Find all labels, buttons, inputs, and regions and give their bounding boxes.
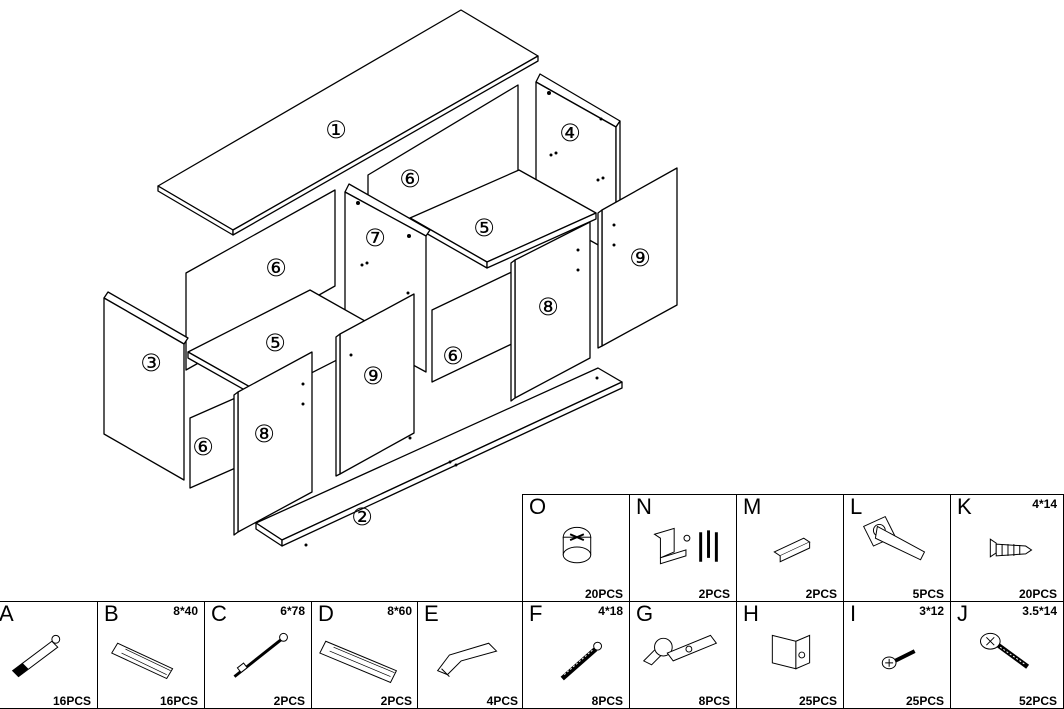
small-bracket-icon [773, 537, 811, 563]
hardware-quantity: 5PCS [912, 587, 944, 601]
hardware-letter: J [957, 601, 968, 626]
hardware-letter: D [318, 601, 334, 626]
dowel-icon [111, 642, 174, 680]
label-panel-door-left-8: ⑧ [253, 420, 275, 448]
flat-screw-icon [980, 632, 1030, 669]
hardware-cell-f: F 4*18 8PCS [522, 601, 630, 709]
hardware-size: 6*78 [280, 604, 305, 618]
panel-door-right-9 [597, 167, 678, 349]
hardware-size: 8*40 [173, 604, 198, 618]
hardware-cell-j: J 3.5*14 52PCS [950, 601, 1064, 709]
hardware-quantity: 20PCS [1018, 587, 1057, 601]
label-panel-door-left-9: ⑨ [362, 362, 384, 390]
hardware-cell-i: I 3*12 25PCS [843, 601, 951, 709]
anchor-icon [11, 634, 61, 678]
hardware-letter: G [636, 601, 654, 626]
hardware-cell-m: M 2PCS [736, 494, 844, 602]
panel-bottom [255, 367, 623, 547]
label-panel-back-left: ⑥ [265, 254, 287, 282]
panel-top [157, 9, 539, 236]
label-panel-back-left-lower: ⑥ [192, 433, 214, 461]
hardware-quantity: 4PCS [486, 694, 518, 708]
hardware-letter: C [211, 601, 227, 626]
label-panel-divider: ⑦ [364, 224, 386, 252]
hardware-quantity: 2PCS [805, 587, 837, 601]
hardware-letter: H [743, 601, 759, 626]
panel-door-left-9 [335, 293, 415, 477]
corner-bracket-icon [771, 634, 811, 670]
hardware-quantity: 16PCS [52, 694, 91, 708]
hardware-letter: F [529, 601, 543, 626]
hardware-size: 3.5*14 [1022, 604, 1057, 618]
hardware-cell-l: L 5PCS [843, 494, 951, 602]
pin-icon [233, 632, 288, 678]
hardware-letter: L [850, 494, 863, 519]
panel-left-side [103, 291, 189, 481]
hardware-cell-g: G 8PCS [629, 601, 737, 709]
bolt-icon [560, 641, 603, 681]
hardware-size: 8*60 [387, 604, 412, 618]
leg-icon [862, 515, 926, 561]
hardware-letter: O [529, 494, 547, 519]
label-panel-shelf-right: ⑤ [473, 214, 495, 242]
label-panel-bottom: ② [351, 503, 373, 531]
hardware-letter: B [104, 601, 119, 626]
label-panel-door-right-8: ⑧ [537, 293, 559, 321]
label-panel-top: ① [325, 116, 347, 144]
hardware-quantity: 2PCS [380, 694, 412, 708]
label-panel-door-right-9: ⑨ [629, 244, 651, 272]
hardware-cell-h: H 25PCS [736, 601, 844, 709]
hardware-cell-a: A 16PCS [0, 601, 98, 709]
label-panel-right-side: ④ [559, 119, 581, 147]
hardware-quantity: 2PCS [698, 587, 730, 601]
hinge-icon [642, 634, 718, 666]
screw-icon [989, 538, 1033, 558]
long-dowel-icon [319, 640, 398, 684]
handle-icon [436, 642, 498, 677]
short-screw-icon [881, 649, 916, 670]
hardware-quantity: 8PCS [698, 694, 730, 708]
hardware-cell-k: K 4*14 20PCS [950, 494, 1064, 602]
cam-lock-icon [562, 526, 592, 564]
hardware-letter: E [424, 601, 439, 626]
hardware-cell-o: O 20PCS [522, 494, 630, 602]
panel-door-right-8 [510, 221, 591, 402]
hardware-letter: M [743, 494, 762, 519]
label-panel-back-right-upper: ⑥ [399, 165, 421, 193]
hardware-quantity: 25PCS [905, 694, 944, 708]
panel-door-left-8 [233, 351, 313, 536]
label-panel-shelf-left: ⑤ [264, 329, 286, 357]
hardware-cell-n: N 2PCS [629, 494, 737, 602]
hardware-cell-d: D 8*60 2PCS [311, 601, 419, 709]
hardware-quantity: 52PCS [1018, 694, 1057, 708]
hardware-letter: A [0, 601, 14, 626]
hardware-cell-b: B 8*40 16PCS [97, 601, 205, 709]
hardware-letter: K [957, 494, 972, 519]
hardware-size: 3*12 [919, 604, 944, 618]
hardware-size: 4*14 [1032, 497, 1057, 511]
hardware-letter: I [850, 601, 857, 626]
hardware-quantity: 16PCS [159, 694, 198, 708]
angle-bracket-icon [653, 527, 718, 565]
label-panel-left-side: ③ [140, 349, 162, 377]
hardware-size: 4*18 [598, 604, 623, 618]
hardware-quantity: 8PCS [591, 694, 623, 708]
label-panel-back-right-lower: ⑥ [442, 342, 464, 370]
hardware-quantity: 20PCS [584, 587, 623, 601]
hardware-letter: N [636, 494, 652, 519]
hardware-quantity: 25PCS [798, 694, 837, 708]
hardware-cell-c: C 6*78 2PCS [204, 601, 312, 709]
hardware-cell-e: E 4PCS [417, 601, 525, 709]
hardware-quantity: 2PCS [273, 694, 305, 708]
